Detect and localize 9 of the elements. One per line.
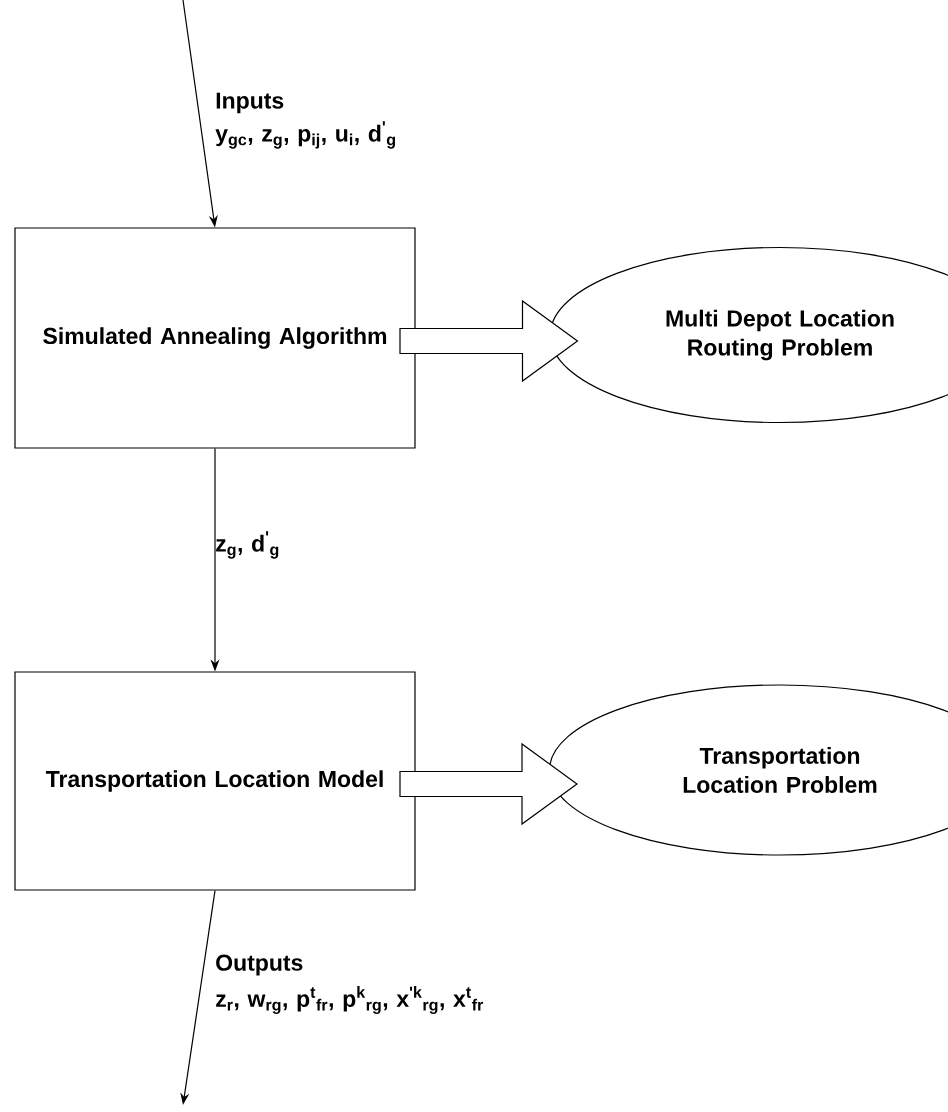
flow-label: Outputs — [216, 954, 303, 976]
flow-label: Inputs — [216, 92, 284, 114]
edge-label: z$_{r}$, w$_{rg}$, p$^{t}$$_{fr}$, p$^{k}$$_{rg}$, x$^{'k}$$_{rg}$, x$^{t}$fr — [216, 986, 484, 1014]
edge-label: y$_{gc}$, z$_{g}$, p$_{ij}$, u$_{i}$, d$^{'}$g — [215, 121, 395, 149]
block-arrow — [399, 742, 579, 826]
process-box: Transportation Location Model — [14, 671, 416, 891]
process-box: Simulated Annealing Algorithm — [14, 227, 416, 449]
edge-label: z$_{g}$, d$^{'}$g — [216, 531, 279, 559]
block-arrow — [399, 299, 579, 383]
